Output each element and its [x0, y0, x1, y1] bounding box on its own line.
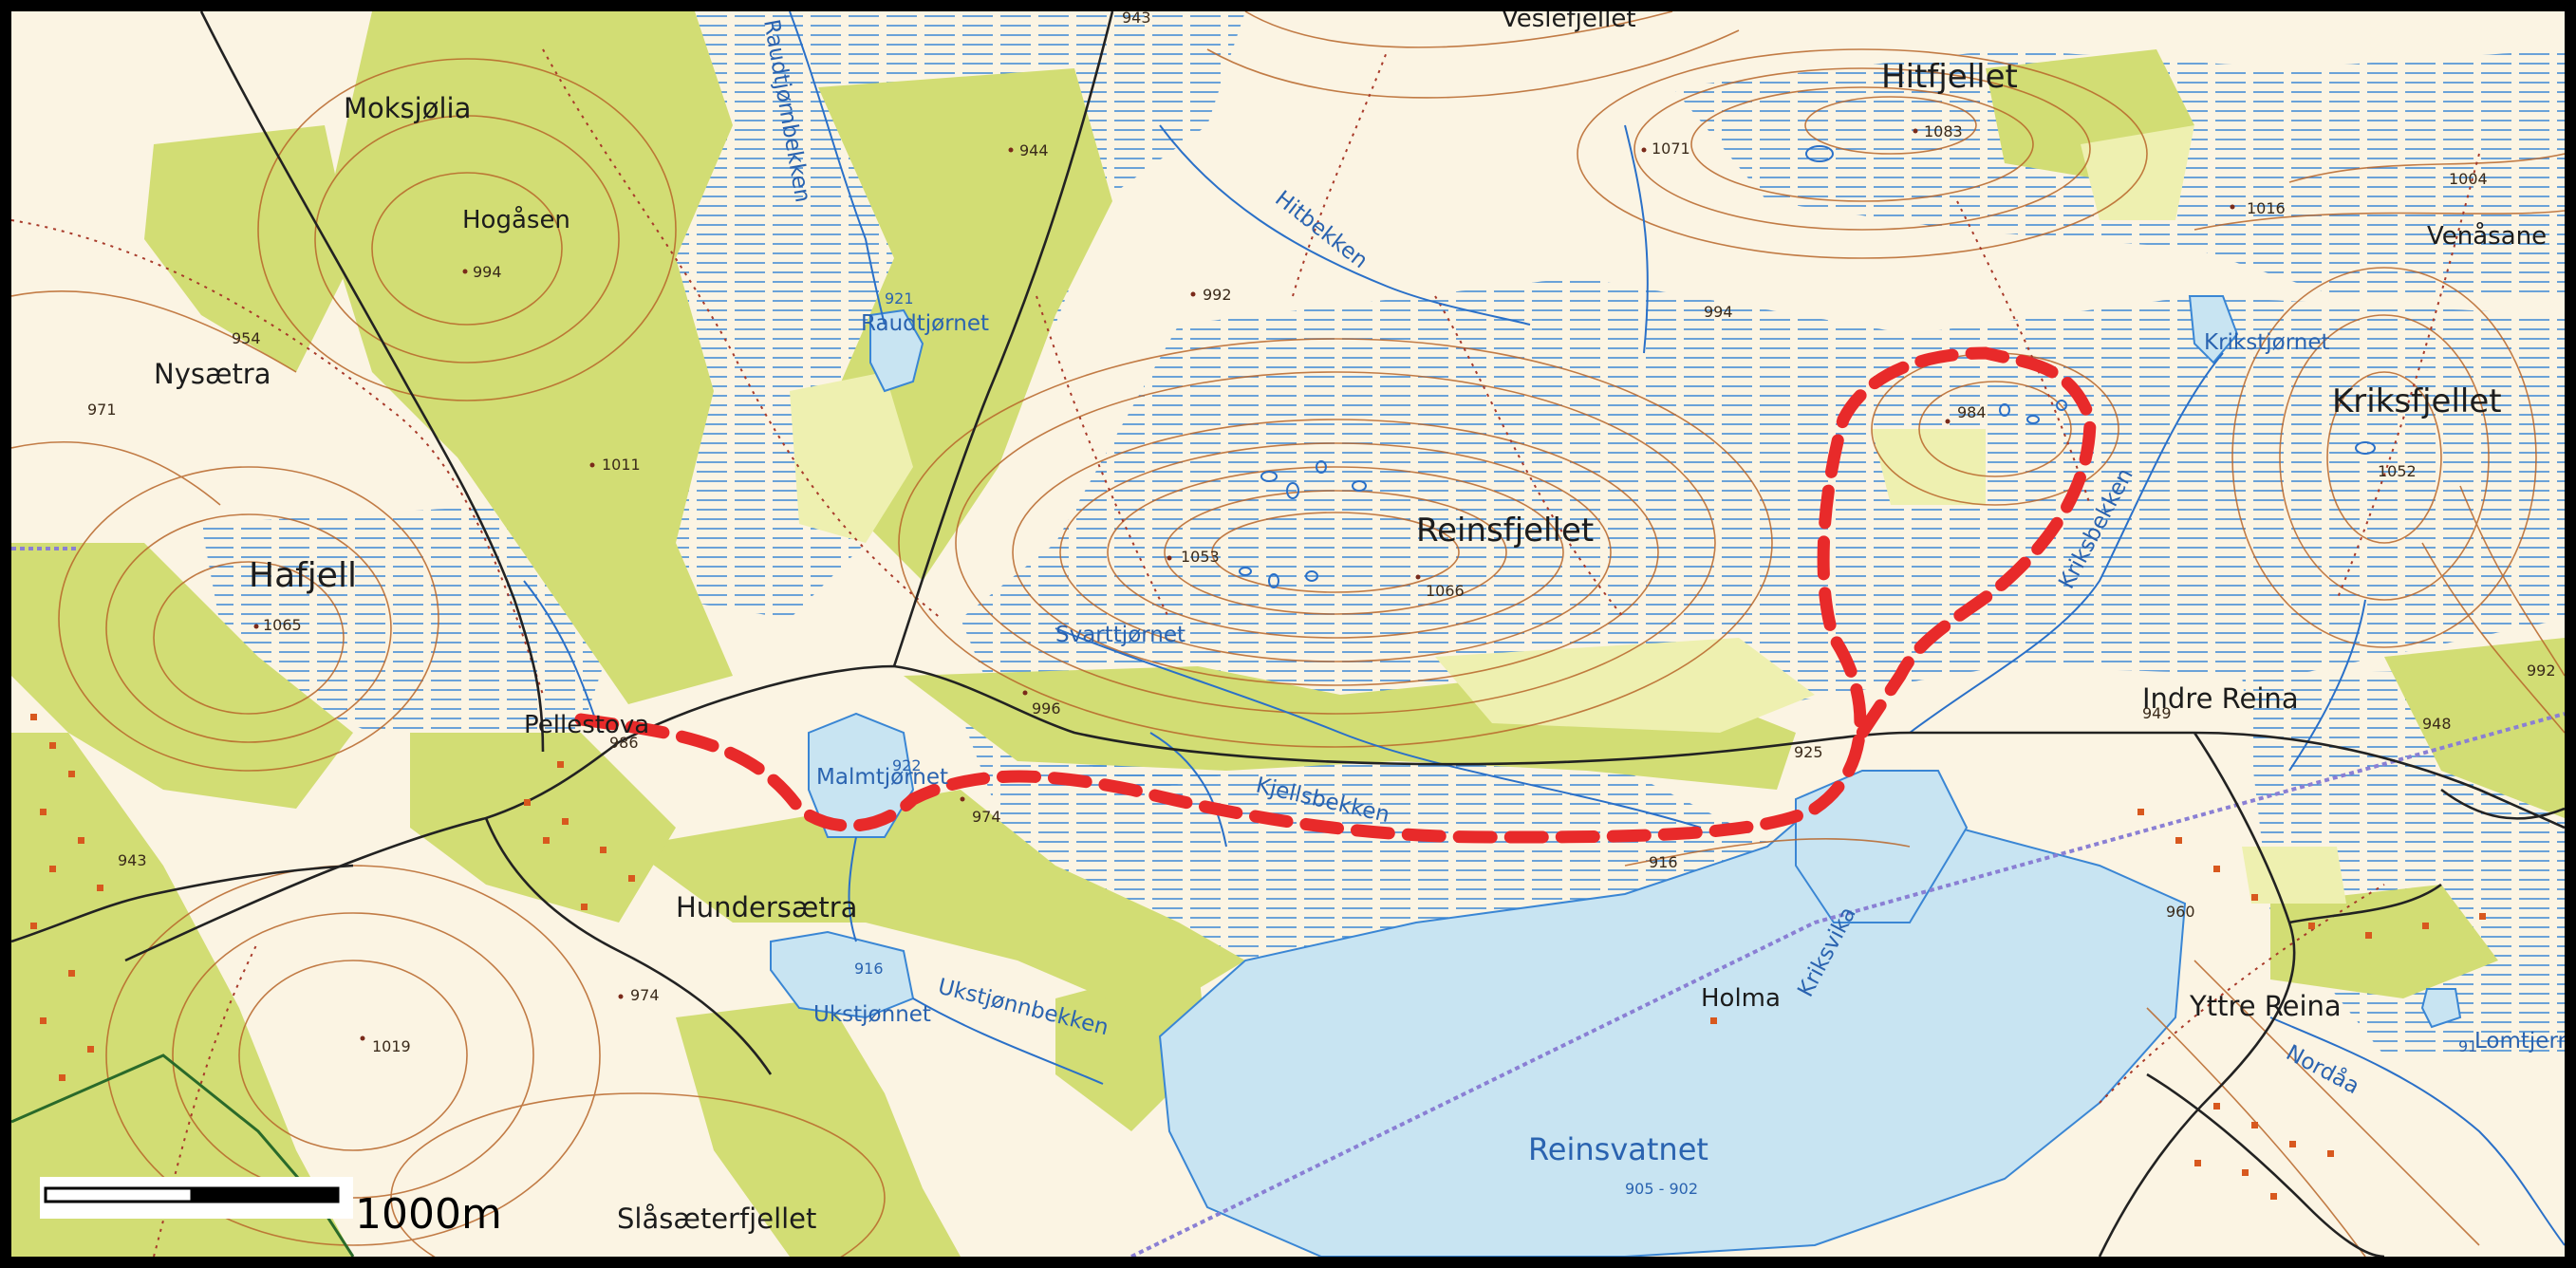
height-984: 984 — [1957, 403, 1987, 421]
label-venasane: Venåsane — [2427, 221, 2547, 251]
krikstjornet-lake — [2188, 295, 2239, 364]
label-raudtjornet: Raudtjørnet — [861, 311, 989, 336]
label-lomtjern: Lomtjern — [2474, 1029, 2565, 1054]
label-holma: Holma — [1701, 984, 1781, 1013]
trails — [11, 48, 2480, 1257]
hitbekken-stream — [1159, 124, 1531, 326]
label-reinsfjellet: Reinsfjellet — [1416, 512, 1594, 550]
height-960: 960 — [2166, 903, 2195, 921]
label-veslefjellet: Veslefjellet — [1502, 11, 1636, 33]
label-kriksfjellet: Kriksfjellet — [2332, 382, 2502, 420]
height-971: 971 — [87, 401, 117, 419]
label-svarttjornet: Svarttjørnet — [1055, 623, 1185, 647]
height-1065: 1065 — [263, 616, 302, 634]
height-974-south: 974 — [630, 986, 660, 1004]
height-1053: 1053 — [1181, 548, 1220, 566]
label-hogasen: Hogåsen — [462, 205, 570, 234]
power-line — [11, 547, 2565, 1257]
label-reinsvatnet-level: 905 - 902 — [1625, 1180, 1698, 1198]
ukstjonnbekken-stream — [912, 998, 1104, 1085]
main-road — [124, 664, 2565, 962]
kriksvika-bay — [1795, 770, 1969, 923]
height-1016: 1016 — [2247, 199, 2286, 217]
raudtjornet-lake — [869, 308, 924, 393]
label-reinsvatnet: Reinsvatnet — [1528, 1131, 1708, 1167]
height-948: 948 — [2422, 715, 2452, 733]
label-moksjolia: Moksjølia — [344, 92, 471, 124]
height-922: 922 — [892, 756, 922, 774]
scale-bar-segment-1 — [44, 1186, 194, 1203]
height-1083: 1083 — [1924, 122, 1963, 140]
label-yttre-reina: Yttre Reina — [2189, 990, 2342, 1022]
height-992-east: 992 — [2527, 662, 2556, 680]
label-nysaetra: Nysætra — [154, 358, 271, 390]
height-944: 944 — [1019, 141, 1049, 159]
height-1004: 1004 — [2449, 170, 2488, 188]
height-1071: 1071 — [1652, 140, 1690, 158]
height-1011: 1011 — [602, 456, 641, 474]
height-992: 992 — [1203, 286, 1232, 304]
label-pellestova: Pellestova — [524, 711, 649, 739]
height-943-top: 943 — [1122, 11, 1151, 27]
raudtjornbekken-stream — [789, 11, 886, 326]
height-916-ukst: 916 — [854, 960, 884, 978]
height-1052: 1052 — [2378, 462, 2417, 480]
scale-bar-label: 1000m — [355, 1190, 502, 1239]
label-hafjell: Hafjell — [249, 556, 357, 595]
spot-heights: 943 944 994 954 971 1011 1065 986 943 97… — [87, 11, 2556, 1055]
label-krikstjornet: Krikstjørnet — [2204, 330, 2330, 355]
height-916-east: 916 — [1649, 853, 1678, 871]
height-994-hogasen: 994 — [473, 263, 502, 281]
height-974-malm: 974 — [972, 808, 1001, 826]
light-forest-areas — [790, 125, 2346, 904]
scale-bar: 1000m — [40, 1177, 502, 1239]
place-labels: Moksjølia Hogåsen Nysætra Hafjell Pelles… — [154, 11, 2547, 1235]
height-954: 954 — [232, 329, 261, 347]
buildings — [30, 714, 2486, 1200]
streams — [523, 11, 2565, 1246]
label-ukstjonnet: Ukstjønnet — [813, 1002, 931, 1027]
kriksbekken-stream — [1909, 352, 2224, 734]
height-925: 925 — [1794, 743, 1823, 761]
nordaa-stream — [2269, 1016, 2565, 1246]
height-994-hitfjellet: 994 — [1704, 303, 1733, 321]
small-ponds — [1239, 145, 2376, 588]
height-91: 91 — [2458, 1037, 2477, 1055]
height-949: 949 — [2142, 704, 2172, 722]
ukstjonnet-lake — [770, 930, 915, 1019]
label-malmtjornet: Malmtjørnet — [816, 765, 948, 790]
malmtjornet-lake — [808, 712, 915, 838]
spot-height-markers — [253, 128, 2235, 1041]
label-slasaeterfjellet: Slåsæterfjellet — [617, 1203, 816, 1235]
label-hundersaetra: Hundersætra — [676, 891, 857, 923]
lakes — [770, 295, 2462, 1257]
lomtjern-lake — [2420, 988, 2462, 1029]
scale-bar-segment-2 — [190, 1186, 340, 1203]
height-921: 921 — [885, 289, 914, 308]
height-943-left: 943 — [118, 851, 147, 869]
height-996: 996 — [1032, 699, 1061, 718]
height-986: 986 — [609, 734, 639, 752]
roads — [11, 11, 2565, 1257]
label-indre-reina: Indre Reina — [2142, 682, 2299, 715]
height-1019: 1019 — [372, 1037, 411, 1055]
label-hitfjellet: Hitfjellet — [1881, 58, 2018, 96]
hiking-route[interactable] — [574, 346, 2097, 844]
height-1066: 1066 — [1426, 582, 1465, 600]
